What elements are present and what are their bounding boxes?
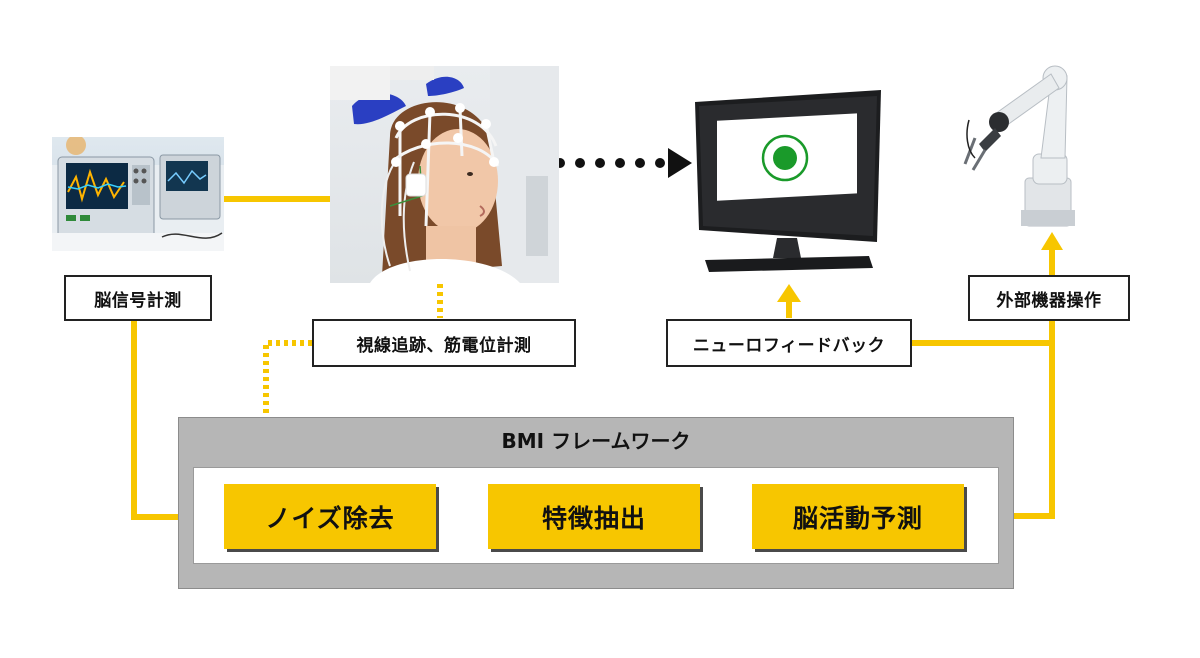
- robot-arm-icon: [955, 58, 1085, 228]
- step-brain-activity-prediction: 脳活動予測: [752, 484, 964, 549]
- dotted-eye-to-framework: [263, 340, 312, 432]
- oscilloscope-photo: [52, 137, 224, 251]
- arrow-to-monitor: [777, 284, 801, 302]
- brain-signal-measurement-label: 脳信号計測: [64, 275, 212, 321]
- external-device-operation-label: 外部機器操作: [968, 275, 1130, 321]
- neurofeedback-label: ニューロフィードバック: [666, 319, 912, 367]
- step-feature-extraction: 特徴抽出: [488, 484, 700, 549]
- bmi-framework-title: BMI フレームワーク: [501, 429, 691, 453]
- monitor-icon: [693, 90, 883, 275]
- eeg-cap-photo: [330, 66, 559, 283]
- eye-tracking-emg-label: 視線追跡、筋電位計測: [312, 319, 576, 367]
- step-noise-removal: ノイズ除去: [224, 484, 436, 549]
- target-dot: [773, 146, 797, 170]
- arrow-to-robot: [1041, 232, 1063, 250]
